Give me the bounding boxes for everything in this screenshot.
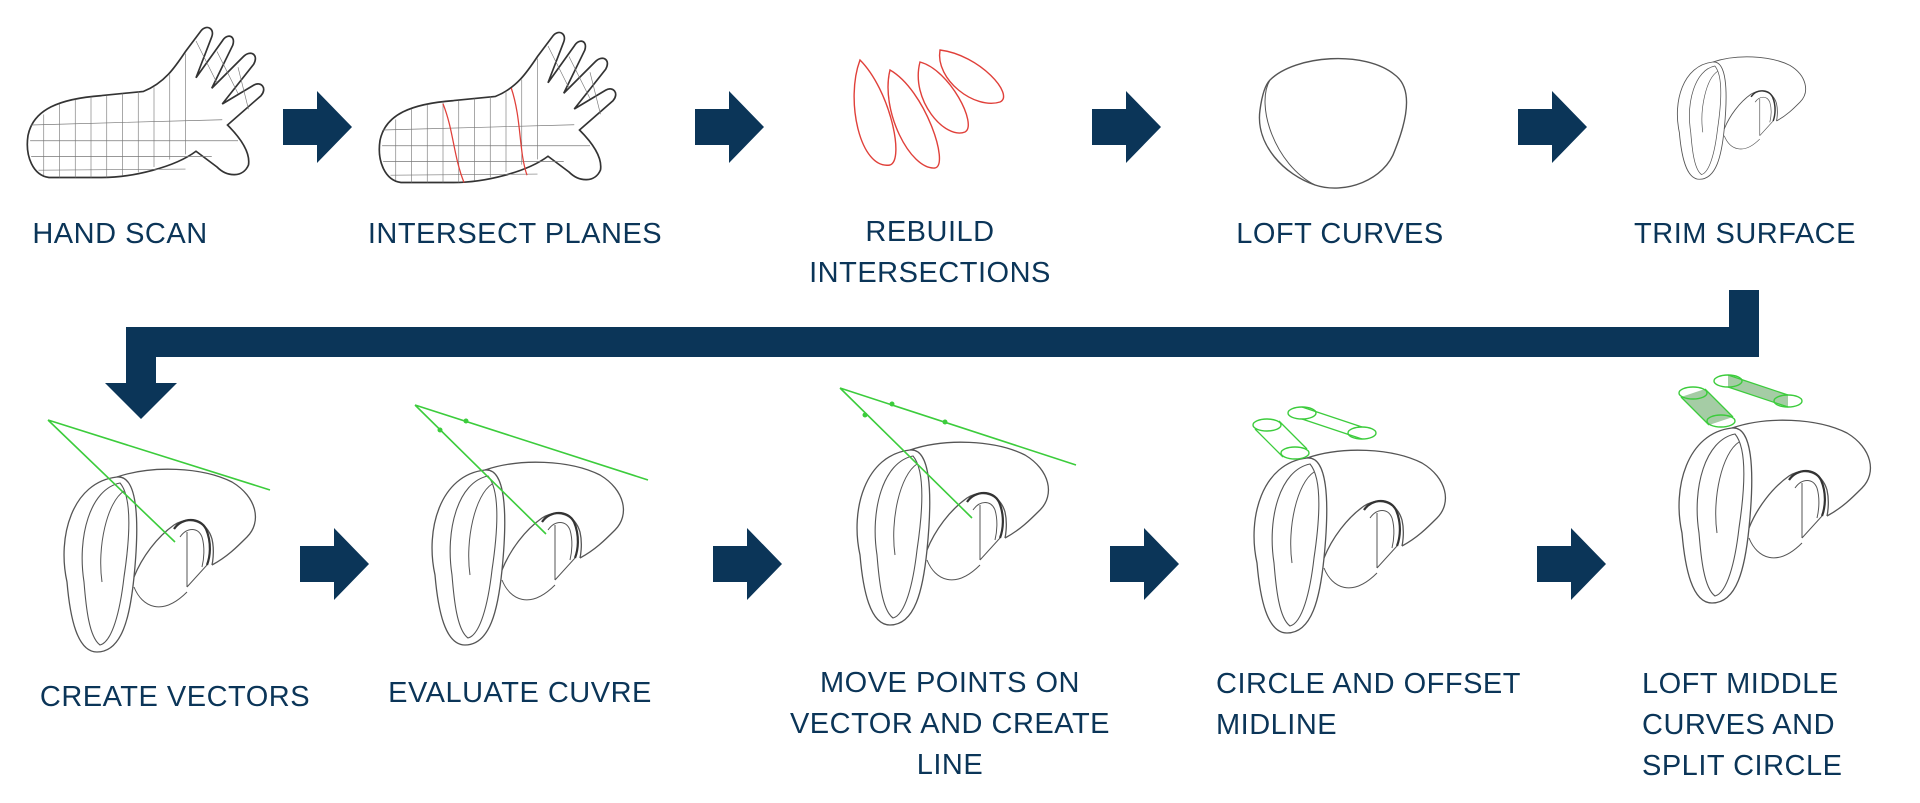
arrow-3	[1092, 91, 1161, 163]
hand-scan-illustration	[26, 26, 265, 179]
step-label-move-points: MOVE POINTS ON VECTOR AND CREATE LINE	[789, 667, 1111, 781]
step-label-create-vectors: CREATE VECTORS	[39, 681, 311, 713]
arrow-2	[695, 91, 764, 163]
step-label-rebuild-intersections: REBUILD INTERSECTIONS	[809, 216, 1051, 289]
step-label-circle-offset: CIRCLE AND OFFSET MIDLINE	[1216, 668, 1521, 741]
circle-offset-illustration	[1252, 406, 1447, 635]
arrow-8	[1537, 528, 1606, 600]
step-label-trim-surface: TRIM SURFACE	[1634, 218, 1856, 250]
arrow-7	[1110, 528, 1179, 600]
loft-curves-illustration	[1258, 57, 1408, 189]
evaluate-curve-illustration	[414, 404, 649, 647]
connector-arrow	[105, 290, 1759, 419]
rebuild-intersections-illustration	[853, 49, 1005, 169]
step-label-intersect-planes: INTERSECT PLANES	[367, 218, 663, 250]
loft-middle-illustration	[1677, 374, 1872, 605]
create-vectors-illustration	[47, 419, 271, 654]
arrow-1	[283, 91, 352, 163]
arrow-5	[300, 528, 369, 600]
step-label-evaluate-curve: EVALUATE CUVRE	[388, 677, 652, 709]
trim-surface-illustration	[1676, 56, 1807, 180]
step-label-loft-curves: LOFT CURVES	[1236, 218, 1444, 250]
arrow-6	[713, 528, 782, 600]
move-points-illustration	[839, 387, 1077, 627]
intersect-planes-illustration	[378, 31, 617, 184]
arrow-4	[1518, 91, 1587, 163]
step-label-hand-scan: HAND SCAN	[32, 218, 208, 250]
step-label-loft-middle: LOFT MIDDLE CURVES AND SPLIT CIRCLE	[1642, 668, 1843, 782]
